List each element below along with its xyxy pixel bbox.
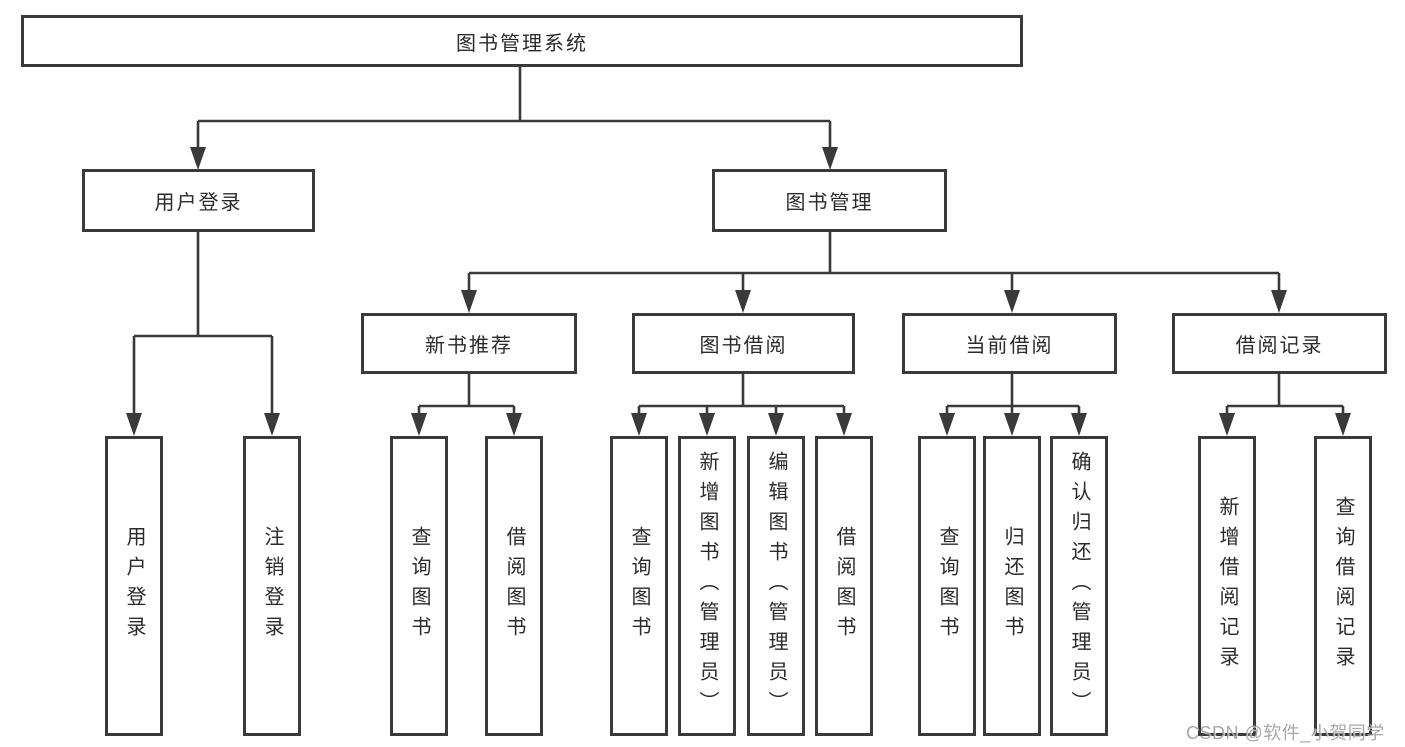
arrowhead-icon: [1004, 290, 1020, 313]
leaf-borrow-books-recommend: 借阅图书: [485, 436, 543, 736]
arrowhead-icon: [411, 413, 427, 436]
leaf-return-books: 归还图书: [983, 436, 1041, 736]
arrowhead-icon: [939, 413, 955, 436]
arrowhead-icon: [836, 413, 852, 436]
node-label: 编辑图书（管理员）: [765, 451, 787, 721]
node-book-management: 图书管理: [712, 169, 947, 232]
connector-user-login-to-leaves: [126, 232, 280, 436]
leaf-logout: 注销登录: [243, 436, 301, 736]
leaf-edit-book-admin: 编辑图书（管理员）: [747, 436, 805, 736]
node-label: 用户登录: [123, 526, 145, 646]
arrowhead-icon: [1071, 413, 1087, 436]
node-label: 确认归还（管理员）: [1068, 451, 1090, 721]
leaf-add-borrow-record: 新增借阅记录: [1198, 436, 1256, 736]
node-new-book-recommend: 新书推荐: [361, 313, 577, 374]
node-label: 图书管理: [785, 192, 874, 214]
arrowhead-icon: [1219, 413, 1235, 436]
connector-current-borrowing-to-leaves: [939, 374, 1087, 436]
arrowhead-icon: [699, 413, 715, 436]
node-label: 查询借阅记录: [1332, 496, 1354, 676]
node-label: 借阅图书: [503, 526, 525, 646]
arrowhead-icon: [1004, 413, 1020, 436]
connector-borrowing-records-to-leaves: [1219, 374, 1351, 436]
arrowhead-icon: [264, 413, 280, 436]
arrowhead-icon: [631, 413, 647, 436]
node-label: 新书推荐: [425, 335, 513, 357]
connector-root-to-level1: [190, 67, 838, 170]
node-user-login: 用户登录: [82, 169, 315, 232]
arrowhead-icon: [822, 147, 838, 170]
node-label: 查询图书: [408, 526, 430, 646]
connector-book-management-to-level2: [461, 232, 1287, 313]
node-label: 归还图书: [1001, 526, 1023, 646]
leaf-query-books-recommend: 查询图书: [390, 436, 448, 736]
arrowhead-icon: [1271, 290, 1287, 313]
arrowhead-icon: [461, 290, 477, 313]
node-book-borrowing: 图书借阅: [632, 313, 855, 374]
connector-new-book-recommend-to-leaves: [411, 374, 522, 436]
node-label: 注销登录: [261, 526, 283, 646]
leaf-query-books-current: 查询图书: [918, 436, 976, 736]
arrowhead-icon: [126, 413, 142, 436]
node-label: 图书管理系统: [456, 32, 588, 55]
node-label: 用户登录: [154, 192, 243, 214]
watermark: CSDN @软件_小贺同学: [1186, 723, 1385, 743]
node-current-borrowing: 当前借阅: [902, 313, 1117, 374]
node-label: 图书借阅: [699, 335, 788, 357]
leaf-add-book-admin: 新增图书（管理员）: [678, 436, 736, 736]
leaf-confirm-return-admin: 确认归还（管理员）: [1050, 436, 1108, 736]
node-label: 查询图书: [628, 526, 650, 646]
node-label: 借阅记录: [1235, 335, 1324, 357]
connector-book-borrowing-to-leaves: [631, 374, 852, 436]
arrowhead-icon: [1335, 413, 1351, 436]
node-borrowing-records: 借阅记录: [1172, 313, 1387, 374]
leaf-borrow-books-borrowing: 借阅图书: [815, 436, 873, 736]
node-label: 借阅图书: [833, 526, 855, 646]
arrowhead-icon: [190, 147, 206, 170]
node-root-library-management-system: 图书管理系统: [21, 15, 1023, 67]
arrowhead-icon: [506, 413, 522, 436]
leaf-query-books-borrowing: 查询图书: [610, 436, 668, 736]
node-label: 查询图书: [936, 526, 958, 646]
arrowhead-icon: [768, 413, 784, 436]
leaf-query-borrow-record: 查询借阅记录: [1314, 436, 1372, 736]
node-label: 新增借阅记录: [1216, 496, 1238, 676]
leaf-user-login: 用户登录: [105, 436, 163, 736]
node-label: 新增图书（管理员）: [696, 451, 718, 721]
node-label: 当前借阅: [965, 335, 1054, 357]
arrowhead-icon: [735, 290, 751, 313]
